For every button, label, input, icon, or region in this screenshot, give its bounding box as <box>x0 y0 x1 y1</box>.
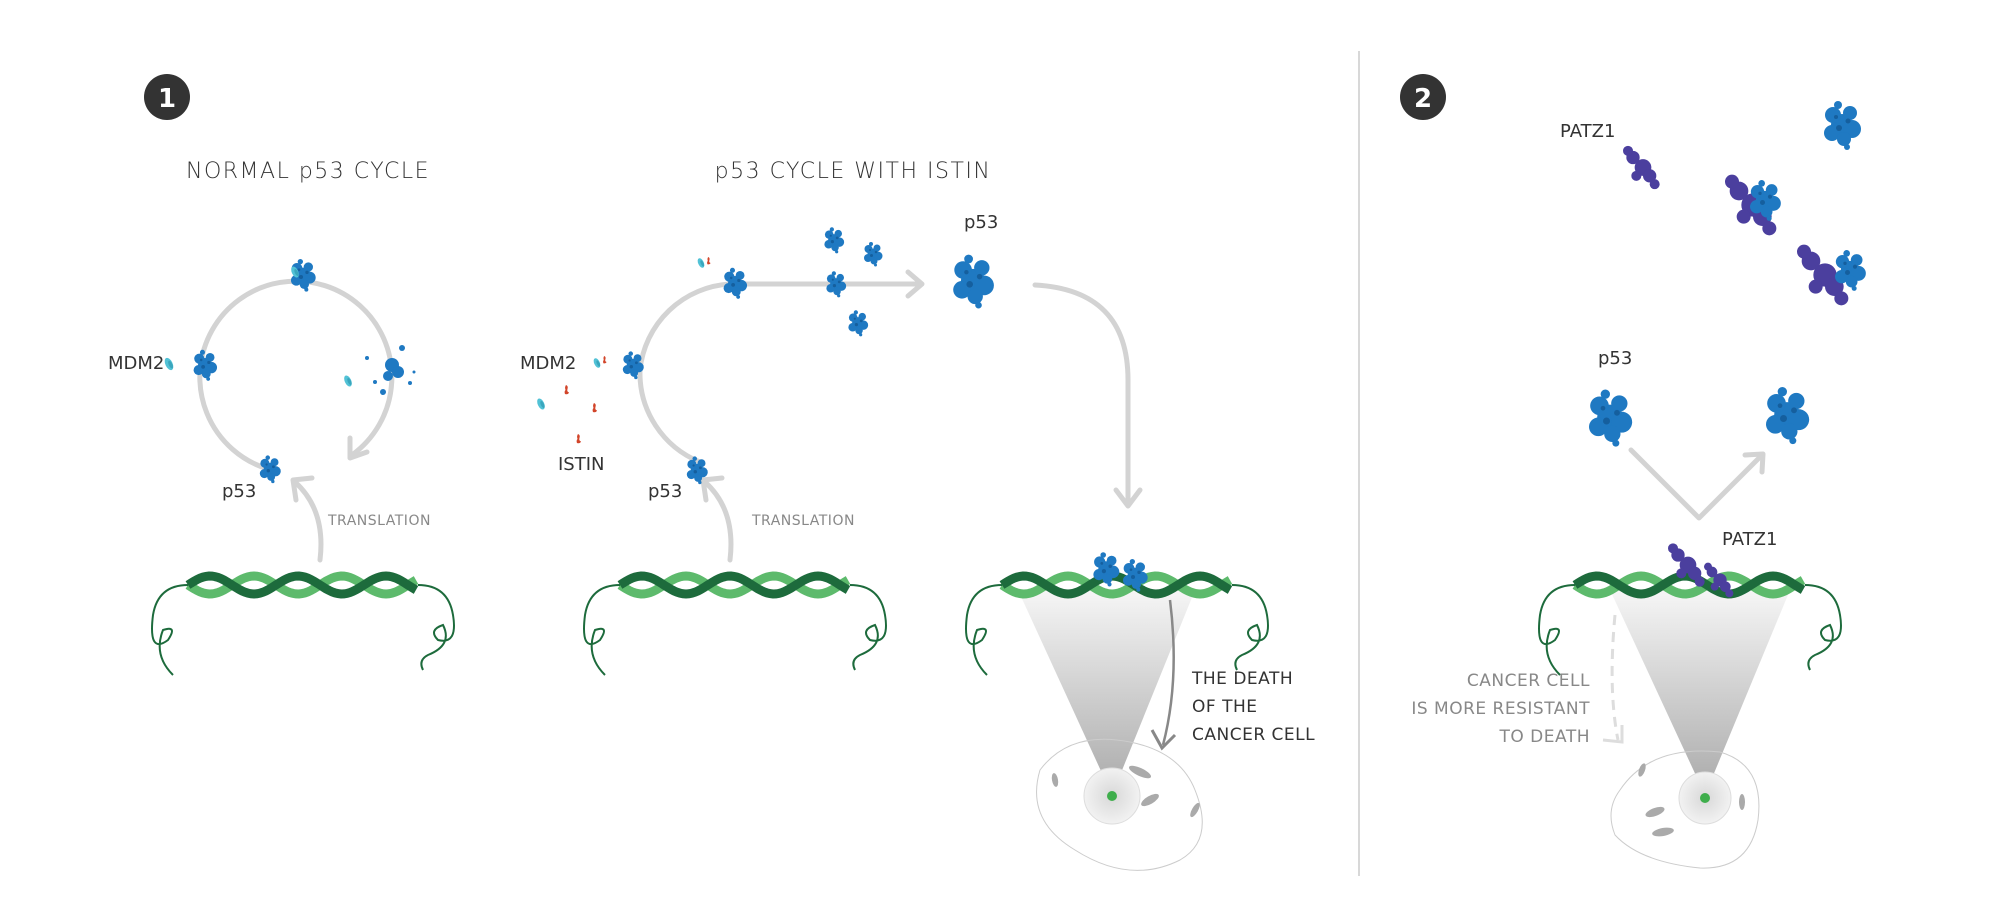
cycle-arrowhead <box>905 269 925 299</box>
p53-protein <box>824 227 845 254</box>
dna-tail <box>151 584 189 676</box>
p53-protein <box>1589 389 1633 447</box>
p53-protein <box>1824 101 1861 150</box>
istin-p53-cycle: p53 CYCLE WITH ISTIN MDM2 ISTIN p53 p53 … <box>520 159 1315 871</box>
dna-strand <box>1572 571 1806 599</box>
deflect-arrowhead <box>1742 451 1766 475</box>
translation-arrowhead <box>290 475 315 503</box>
istin-label: ISTIN <box>558 454 605 475</box>
p53-to-dna-arrow <box>1032 282 1131 508</box>
focus-cone <box>1610 590 1790 795</box>
mdm2-label: MDM2 <box>108 353 164 374</box>
p53-protein <box>259 455 281 484</box>
p53-protein <box>864 242 883 267</box>
p53-label: p53 <box>222 481 256 502</box>
outcome-line-1: CANCER CELL <box>1467 671 1590 691</box>
istin-molecule <box>592 403 597 413</box>
translation-arrow <box>292 479 324 563</box>
p53-top-label: p53 <box>964 212 998 233</box>
normal-p53-cycle: NORMAL p53 CYCLE MDM2 p53 TRANSLATION <box>108 159 455 676</box>
resistance-arrowhead <box>1602 725 1624 744</box>
outcome-line-3: CANCER CELL <box>1192 725 1315 745</box>
death-arrowhead <box>1150 729 1177 751</box>
focus-cone <box>1018 590 1195 795</box>
istin-molecule <box>564 385 569 395</box>
patz1-protein <box>1623 145 1660 190</box>
p53-label: p53 <box>1598 348 1632 369</box>
mdm2-protein <box>342 374 354 388</box>
deflect-arrow <box>1628 447 1765 521</box>
dna-tail <box>849 584 887 671</box>
dying-cancer-cell <box>1036 738 1203 871</box>
istin-molecule <box>707 257 711 265</box>
p53-protein <box>723 267 748 299</box>
badge-2: 2 <box>1400 74 1446 120</box>
dna-strand <box>185 571 419 599</box>
p53-label: p53 <box>648 481 682 502</box>
patz1-panel: PATZ1 p53 PATZ1 CANCER CELL IS MORE RESI… <box>1411 101 1866 869</box>
dna-tail <box>1538 584 1576 676</box>
dna-strand <box>999 571 1233 599</box>
p53-protein <box>848 310 869 337</box>
translation-label: TRANSLATION <box>327 513 431 529</box>
cycle-arrowhead <box>347 435 370 461</box>
outcome-line-2: OF THE <box>1192 697 1257 717</box>
degraded-p53-fragments <box>365 345 416 395</box>
dna-strand <box>617 571 851 599</box>
dna-strand <box>185 571 419 599</box>
death-arrow <box>1161 599 1175 746</box>
outcome-line-2: IS MORE RESISTANT <box>1411 699 1590 719</box>
resistance-arrow <box>1610 614 1620 741</box>
dna-tail <box>1804 584 1842 671</box>
cycle-arrow <box>637 281 923 465</box>
dna-strand <box>617 571 851 599</box>
normal-cycle-title: NORMAL p53 CYCLE <box>186 159 430 184</box>
translation-arrow <box>702 479 734 563</box>
mdm2-protein <box>535 397 547 411</box>
mdm2-protein <box>162 356 176 372</box>
dna-tail <box>583 584 621 676</box>
mdm2-protein <box>592 357 602 369</box>
p53-to-dna-arrowhead <box>1113 487 1143 509</box>
p53-protein <box>1766 387 1810 445</box>
outcome-line-1: THE DEATH <box>1191 669 1293 689</box>
istin-molecule <box>603 356 607 364</box>
badge-2-number: 2 <box>1414 84 1432 114</box>
dna-tail <box>965 584 1003 676</box>
istin-cycle-title: p53 CYCLE WITH ISTIN <box>715 159 992 184</box>
istin-molecule <box>576 434 581 444</box>
dna-helix <box>151 571 455 676</box>
dna-helix <box>583 571 887 676</box>
dna-tail <box>1231 584 1269 671</box>
translation-arrowhead <box>700 475 725 503</box>
mdm2-label: MDM2 <box>520 353 576 374</box>
outcome-line-3: TO DEATH <box>1499 727 1590 747</box>
cycle-arrow <box>197 278 395 472</box>
badge-1-number: 1 <box>158 84 176 114</box>
p53-tetramer <box>953 254 994 309</box>
patz1-dna-label: PATZ1 <box>1722 529 1777 550</box>
badge-1: 1 <box>144 74 190 120</box>
resistant-cancer-cell <box>1610 750 1760 869</box>
p53-protein <box>193 349 218 381</box>
p53-protein <box>826 271 847 298</box>
patz1-top-label: PATZ1 <box>1560 121 1615 142</box>
dna-tail <box>417 584 455 671</box>
translation-label: TRANSLATION <box>751 513 855 529</box>
mdm2-protein <box>696 257 706 269</box>
